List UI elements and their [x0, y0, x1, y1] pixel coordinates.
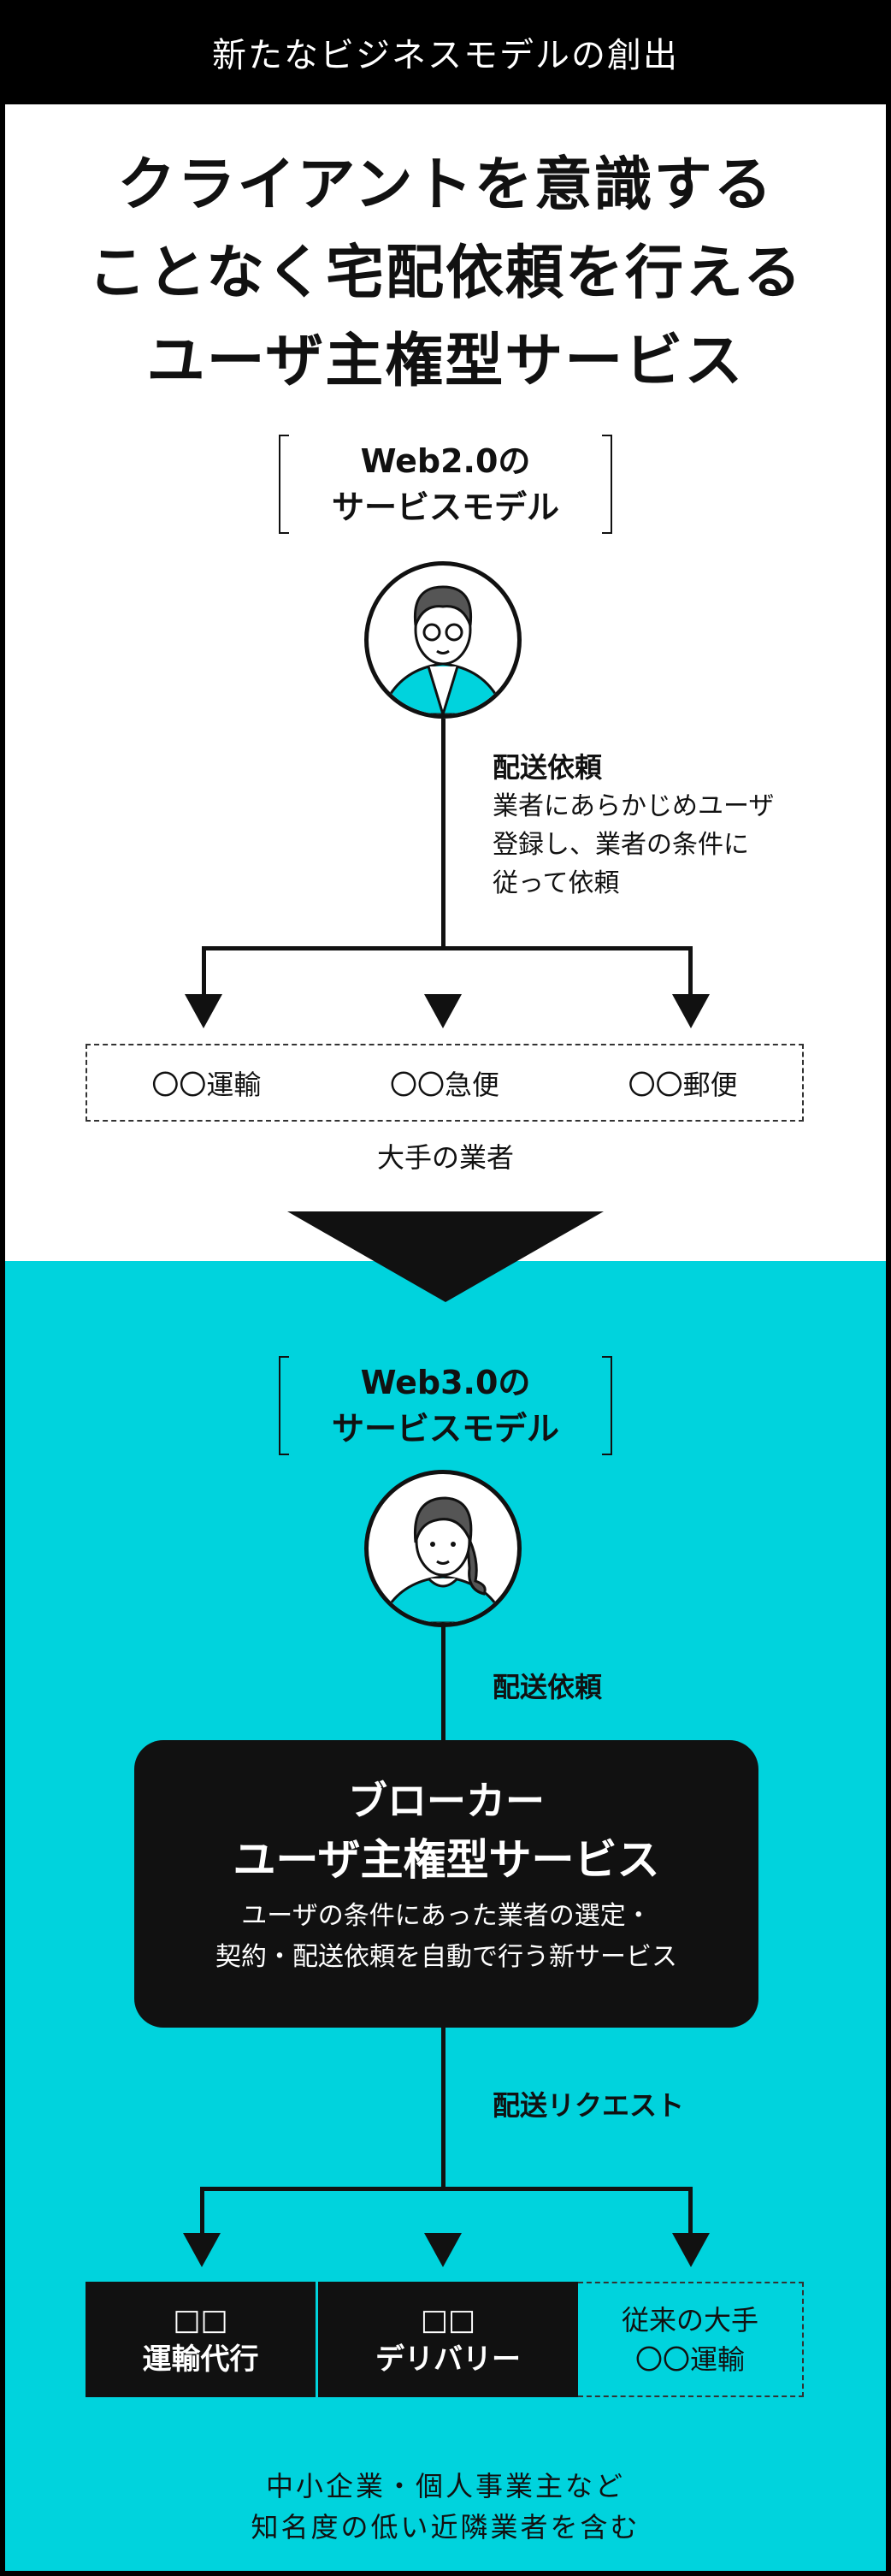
carrier-item: 〇〇郵便 [628, 1068, 738, 1101]
web3-label-line2: サービスモデル [331, 1410, 559, 1448]
transition-arrow-icon [287, 1211, 604, 1302]
web3-label-line1: Web3.0の [360, 1364, 531, 1401]
arrow-down-icon [672, 2233, 710, 2267]
arrow-down-icon [672, 994, 710, 1028]
desc-line: 登録し、業者の条件に [493, 830, 749, 860]
broker-desc-line: 契約・配送依頼を自動で行う新サービス [215, 1942, 677, 1972]
branch-line [200, 2187, 693, 2191]
branch-stem [688, 2187, 693, 2238]
carrier-type: デリバリー [375, 2342, 521, 2377]
carrier-name-placeholder: □□ [420, 2302, 476, 2337]
header: 新たなビジネスモデルの創出 [0, 0, 891, 104]
headline-line: ユーザ主権型サービス [146, 328, 745, 395]
web2-request-label: 配送依頼 [493, 751, 603, 784]
web2-request-desc: 業者にあらかじめユーザ 登録し、業者の条件に 従って依頼 [493, 787, 774, 903]
carrier-item: 〇〇急便 [390, 1068, 500, 1101]
arrow-down-icon [185, 994, 222, 1028]
carrier-name-placeholder: □□ [173, 2302, 228, 2337]
desc-line: 業者にあらかじめユーザ [493, 791, 775, 821]
carrier-cell: □□ 運輸代行 [86, 2282, 318, 2397]
web2-label-line1: Web2.0の [360, 442, 531, 480]
carrier-item: 〇〇運輸 [151, 1068, 262, 1101]
arrow-down-icon [183, 2233, 221, 2267]
branch-stem [688, 946, 693, 998]
arrow-down-icon [424, 2233, 462, 2267]
woman-avatar-icon [364, 1470, 522, 1627]
broker-service-box: ブローカー ユーザ主権型サービス ユーザの条件にあった業者の選定・ 契約・配送依… [134, 1740, 758, 2028]
caption-line: 知名度の低い近隣業者を含む [251, 2511, 640, 2543]
local-carriers-box: □□ 運輸代行 □□ デリバリー 従来の大手 〇〇運輸 [86, 2282, 804, 2397]
carrier-desc: 従来の大手 [621, 2303, 758, 2336]
major-carriers-caption: 大手の業者 [376, 1141, 514, 1174]
broker-subtitle: ユーザ主権型サービス [233, 1835, 660, 1885]
headline-line: ことなく宅配依頼を行える [88, 240, 803, 307]
web3-model-label: Web3.0の サービスモデル [279, 1356, 612, 1455]
arrow-down-icon [424, 994, 462, 1028]
man-avatar-icon [364, 561, 522, 719]
carrier-cell: 従来の大手 〇〇運輸 [578, 2282, 804, 2397]
carrier-cell: □□ デリバリー [318, 2282, 578, 2397]
connector-line [441, 2028, 446, 2190]
broker-title: ブローカー [348, 1778, 545, 1824]
carrier-name: 〇〇運輸 [634, 2342, 745, 2376]
web2-model-label: Web2.0の サービスモデル [279, 435, 612, 534]
broker-desc-line: ユーザの条件にあった業者の選定・ [241, 1901, 652, 1931]
branch-stem [202, 946, 206, 998]
desc-line: 従って依頼 [493, 868, 620, 898]
connector-line [441, 1626, 446, 1745]
web2-label-line2: サービスモデル [331, 489, 559, 526]
web3-request-label: 配送依頼 [493, 1671, 603, 1703]
carrier-type: 運輸代行 [142, 2342, 259, 2377]
header-title: 新たなビジネスモデルの創出 [212, 36, 679, 75]
connector-line [441, 719, 446, 948]
dispatch-request-label: 配送リクエスト [493, 2089, 685, 2122]
major-carriers-box: 〇〇運輸 〇〇急便 〇〇郵便 [86, 1044, 804, 1122]
branch-line [202, 946, 693, 950]
headline-line: クライアントを意識する [117, 151, 774, 219]
headline: クライアントを意識する ことなく宅配依頼を行える ユーザ主権型サービス [0, 141, 891, 406]
caption-line: 中小企業・個人事業主など [265, 2470, 625, 2502]
branch-stem [200, 2187, 204, 2238]
local-carriers-caption: 中小企業・個人事業主など 知名度の低い近隣業者を含む [0, 2466, 891, 2548]
